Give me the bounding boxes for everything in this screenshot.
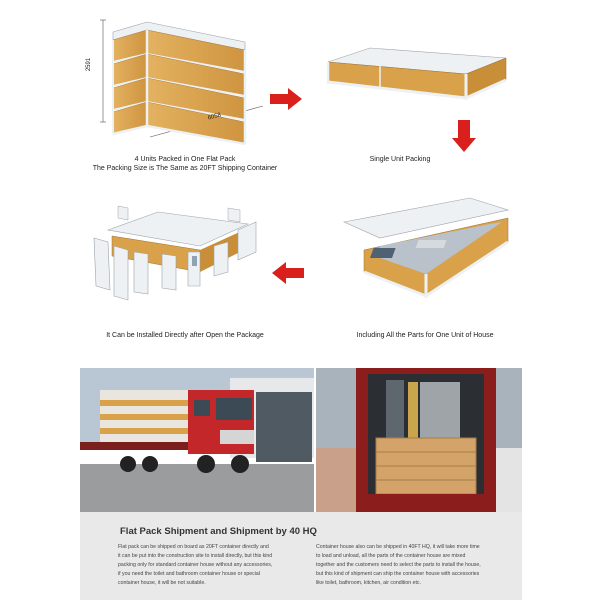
container-shipment-photo: [316, 368, 522, 512]
open-package-illustration: [343, 197, 510, 298]
installed-house-illustration: [93, 205, 257, 301]
single-unit-pack-illustration: [326, 47, 507, 100]
stack-caption-line2: The Packing Size is The Same as 20FT Shi…: [92, 165, 278, 172]
section-title: Flat Pack Shipment and Shipment by 40 HQ: [120, 526, 317, 537]
arrow-down-icon: [452, 120, 476, 152]
stacked-flat-packs-illustration: [100, 19, 264, 146]
stack-caption-line1: 4 Units Packed in One Flat Pack: [134, 156, 236, 163]
parts-caption: Including All the Parts for One Unit of …: [356, 332, 494, 339]
arrow-left-icon: [272, 262, 304, 284]
left-description: Flat pack can be shipped on board as 20F…: [118, 544, 273, 586]
shipment-info-panel: [80, 512, 522, 600]
installed-caption: It Can be Installed Directly after Open …: [106, 332, 264, 339]
truck-shipment-photo: [80, 368, 314, 512]
right-description: Container house also can be shipped in 4…: [316, 544, 481, 586]
height-dimension-label: 2591: [86, 57, 93, 72]
arrow-right-icon: [270, 88, 302, 110]
single-unit-caption: Single Unit Packing: [369, 156, 431, 163]
